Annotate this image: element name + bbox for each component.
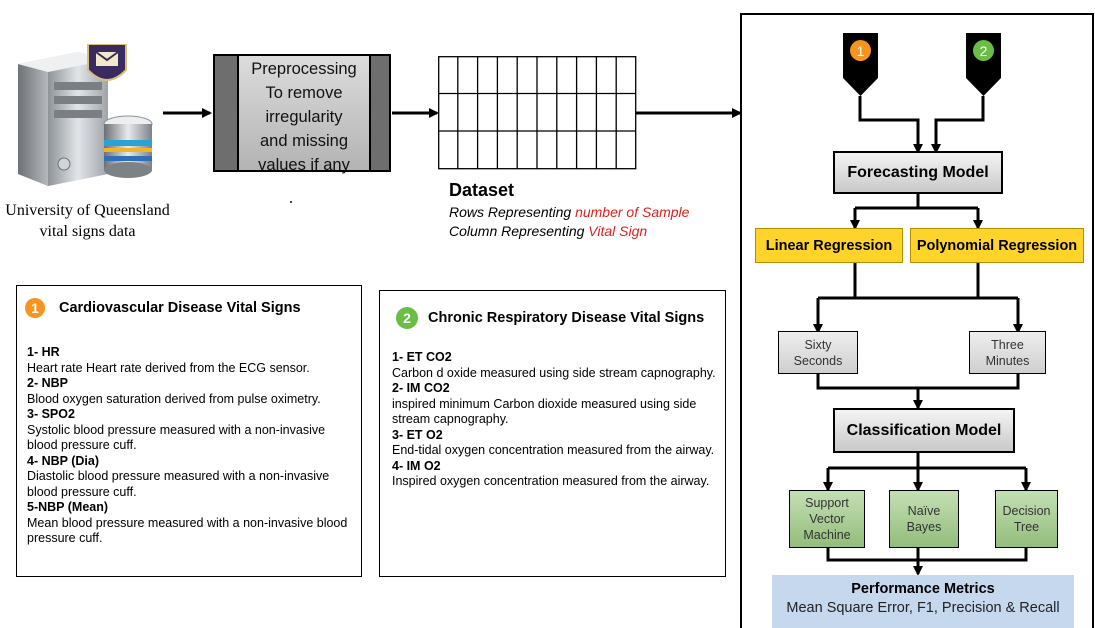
naive-bayes-line: Bayes [906,520,942,534]
server-database-icon [18,44,153,186]
svm-line: Machine [803,528,851,542]
badge-1: 1 [25,298,45,318]
list-item-desc: inspired minimum Carbon dioxide measured… [392,396,697,427]
preprocessing-line: values if any [258,156,350,174]
dataset-cols-highlight: Vital Sign [588,223,648,239]
performance-metrics-box: Performance Metrics Mean Square Error, F… [772,575,1074,628]
preprocessing-line: To remove [265,84,343,102]
svm-line: Support [805,496,849,510]
naive-bayes-box: Naïve Bayes [889,490,959,548]
list-item-desc: Mean blood pressure measured with a non-… [27,515,348,546]
linear-regression-box: Linear Regression [755,228,903,263]
input-badge-2: 2 [973,40,994,61]
decision-tree-line: Tree [1013,520,1040,534]
preprocessing-line: Preprocessing [251,60,357,78]
preprocessing-line: irregularity [265,108,343,126]
respiratory-panel: 2 Chronic Respiratory Disease Vital Sign… [379,290,726,577]
dataset-rows-prefix: Rows Representing [449,204,576,220]
list-item-desc: Heart rate Heart rate derived from the E… [27,360,310,375]
preprocessing-line: and missing [259,132,349,150]
dataset-rows-highlight: number of Sample [575,204,690,220]
dataset-title: Dataset [449,180,515,200]
classification-model-box: Classification Model [833,408,1015,453]
list-item-title: 4- IM O2 [392,458,441,473]
list-item-title: 3- ET O2 [392,427,443,442]
list-item-desc: Systolic blood pressure measured with a … [27,422,326,453]
list-item-title: 4- NBP (Dia) [27,453,100,468]
respiratory-panel-header: 2 Chronic Respiratory Disease Vital Sign… [396,307,704,329]
three-minutes-line: Minutes [985,353,1030,368]
source-caption-line1: University of Queensland [5,202,170,219]
list-item-desc: Diastolic blood pressure measured with a… [27,469,330,499]
badge-2: 2 [396,307,418,329]
cardiovascular-panel: 1 Cardiovascular Disease Vital Signs 1- … [16,285,362,577]
list-item-desc: End-tidal oxygen concentration measured … [392,443,715,457]
three-minutes-line: Three [991,337,1024,352]
dataset-cols-line: Column Representing Vital Sign [449,222,647,241]
sixty-seconds-line: Sixty [804,337,832,352]
sixty-seconds-box: Sixty Seconds [778,331,858,374]
list-item-desc: Carbon d oxide measured using side strea… [392,365,716,380]
list-item-desc: Blood oxygen saturation derived from pul… [27,391,321,406]
preprocessing-box: Preprocessing To remove irregularity and… [213,54,391,174]
source-caption: University of Queensland vital signs dat… [0,200,175,242]
respiratory-list: 1- ET CO2 Carbon d oxide measured using … [392,350,717,490]
preprocessing-right-band [369,56,389,170]
polynomial-regression-box: Polynomial Regression [910,228,1084,263]
list-item-title: 2- IM CO2 [392,381,450,395]
cardiovascular-panel-title: Cardiovascular Disease Vital Signs [59,300,301,316]
list-item-title: 1- ET CO2 [392,350,452,364]
respiratory-panel-title: Chronic Respiratory Disease Vital Signs [428,310,705,326]
cardiovascular-list: 1- HR Heart rate Heart rate derived from… [27,345,359,547]
forecasting-model-box: Forecasting Model [833,151,1003,194]
dataset-grid [438,56,637,170]
dataset-cols-prefix: Column Representing [449,223,589,239]
input-badge-1: 1 [850,40,871,61]
list-item-title: 1- HR [27,345,60,359]
cardiovascular-panel-header: 1 Cardiovascular Disease Vital Signs [25,298,301,318]
three-minutes-box: Three Minutes [969,331,1046,374]
dataset-rows-line: Rows Representing number of Sample [449,203,689,222]
preprocessing-left-band [215,56,239,170]
list-item-title: 2- NBP [27,376,68,390]
decision-tree-box: Decision Tree [995,490,1058,548]
list-item-title: 5-NBP (Mean) [27,500,109,514]
stray-dot [290,201,292,203]
preprocessing-text: Preprocessing To remove irregularity and… [237,57,371,177]
naive-bayes-line: Naïve [907,504,941,518]
svm-line: Vector [809,512,845,526]
decision-tree-line: Decision [1002,504,1051,518]
sixty-seconds-line: Seconds [793,353,843,368]
performance-metrics-desc: Mean Square Error, F1, Precision & Recal… [786,600,1060,616]
source-caption-line2: vital signs data [39,223,136,240]
list-item-desc: Inspired oxygen concentration measured f… [392,474,710,488]
list-item-title: 3- SPO2 [27,407,75,421]
svm-box: Support Vector Machine [789,490,865,548]
pipeline-frame [740,13,1094,628]
performance-metrics-title: Performance Metrics [851,581,995,597]
